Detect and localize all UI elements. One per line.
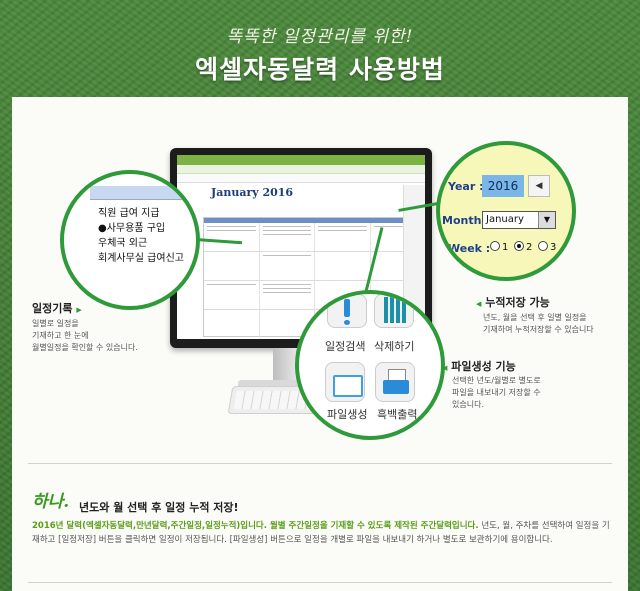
search-tool-icon[interactable] bbox=[327, 294, 367, 328]
calendar-grid-header bbox=[204, 218, 425, 223]
script-title: 똑똑한 일정관리를 위한! bbox=[226, 27, 414, 47]
feature-desc-cumulative: 년도, 월을 선택 후 일별 일정을 기재하여 누적저장할 수 있습니다 bbox=[483, 313, 594, 334]
printer-icon[interactable] bbox=[375, 362, 415, 402]
task-item: 우체국 외근 bbox=[98, 238, 148, 249]
feature-desc-file: 선택한 년도/월별로 별도로 파일을 내보내기 저장할 수 있습니다. bbox=[452, 376, 541, 409]
feature-title-schedule: 일정기록 ▶ bbox=[32, 302, 82, 315]
year-input[interactable]: 2016 bbox=[482, 175, 524, 197]
page-title: 엑셀자동달력 사용방법 bbox=[195, 55, 445, 84]
feature-title-cumulative: ◀ 누적저장 가능 bbox=[476, 296, 550, 309]
triangle-left-icon: ◀ bbox=[476, 300, 482, 308]
screen-nav bbox=[177, 174, 425, 183]
zoom-circle-selectors: Year : 2016 ◀ Month : January ▼ Week : 1… bbox=[436, 141, 576, 281]
section-divider-bottom bbox=[28, 582, 612, 583]
chevron-down-icon: ▼ bbox=[538, 212, 555, 228]
week-radio-2[interactable]: 2 bbox=[514, 241, 532, 253]
search-schedule-label: 일정검색 bbox=[325, 340, 366, 353]
week-radio-1[interactable]: 1 bbox=[490, 241, 508, 253]
folder-icon[interactable] bbox=[325, 362, 365, 402]
triangle-right-icon: ▶ bbox=[76, 306, 82, 314]
section-number: 하나. bbox=[32, 492, 70, 512]
task-item: 회계사무실 급여신고 bbox=[98, 253, 184, 264]
section-body: 2016년 달력(엑셀자동달력,만년달력,주간일정,일정누적)입니다. 월별 주… bbox=[32, 520, 612, 547]
calendar-month-title: January 2016 bbox=[211, 186, 294, 199]
screen-menu bbox=[177, 165, 425, 174]
fri-column-header: Fri bbox=[90, 186, 196, 200]
screen-toolbar bbox=[177, 155, 425, 165]
section-body-rest: 년도, 월, 주차를 선택하여 일정을 기재하고 [일정저장] 버튼을 클릭하면… bbox=[32, 521, 610, 545]
year-label: Year : bbox=[448, 180, 484, 193]
section-divider bbox=[28, 463, 612, 464]
zoom-circle-tools: 일정검색 삭제하기 파일생성 흑백출력 bbox=[295, 290, 445, 440]
task-item: 직원 급여 지급 bbox=[98, 208, 160, 219]
trash-tool-icon[interactable] bbox=[374, 294, 414, 328]
month-label: Month : bbox=[442, 214, 490, 227]
section-body-highlight: 2016년 달력(엑셀자동달력,만년달력,주간일정,일정누적)입니다. 월별 주… bbox=[32, 521, 479, 531]
zoom-circle-tasks: Fri 직원 급여 지급 ●사무용품 구입 우체국 외근 회계사무실 급여신고 bbox=[60, 170, 200, 310]
triangle-left-icon: ◀ bbox=[442, 364, 448, 372]
section-title: 년도와 월 선택 후 일정 누적 저장! bbox=[79, 501, 239, 514]
calendar-grid bbox=[203, 217, 425, 338]
calendar-week-row bbox=[204, 252, 425, 281]
task-item: ●사무용품 구입 bbox=[98, 223, 166, 234]
print-label: 흑백출력 bbox=[377, 408, 418, 421]
feature-desc-schedule: 일별로 일정을 기재하고 한 눈에 월별일정을 확인할 수 있습니다. bbox=[32, 319, 138, 352]
year-prev-button[interactable]: ◀ bbox=[528, 175, 550, 197]
file-create-label: 파일생성 bbox=[327, 408, 368, 421]
week-radio-3[interactable]: 3 bbox=[538, 241, 556, 253]
month-select[interactable]: January ▼ bbox=[482, 211, 556, 229]
calendar-week-row bbox=[204, 223, 425, 252]
month-select-value: January bbox=[486, 214, 524, 225]
delete-label: 삭제하기 bbox=[374, 340, 415, 353]
week-label: Week : bbox=[448, 242, 491, 255]
feature-title-file: ◀ 파일생성 기능 bbox=[442, 360, 516, 373]
